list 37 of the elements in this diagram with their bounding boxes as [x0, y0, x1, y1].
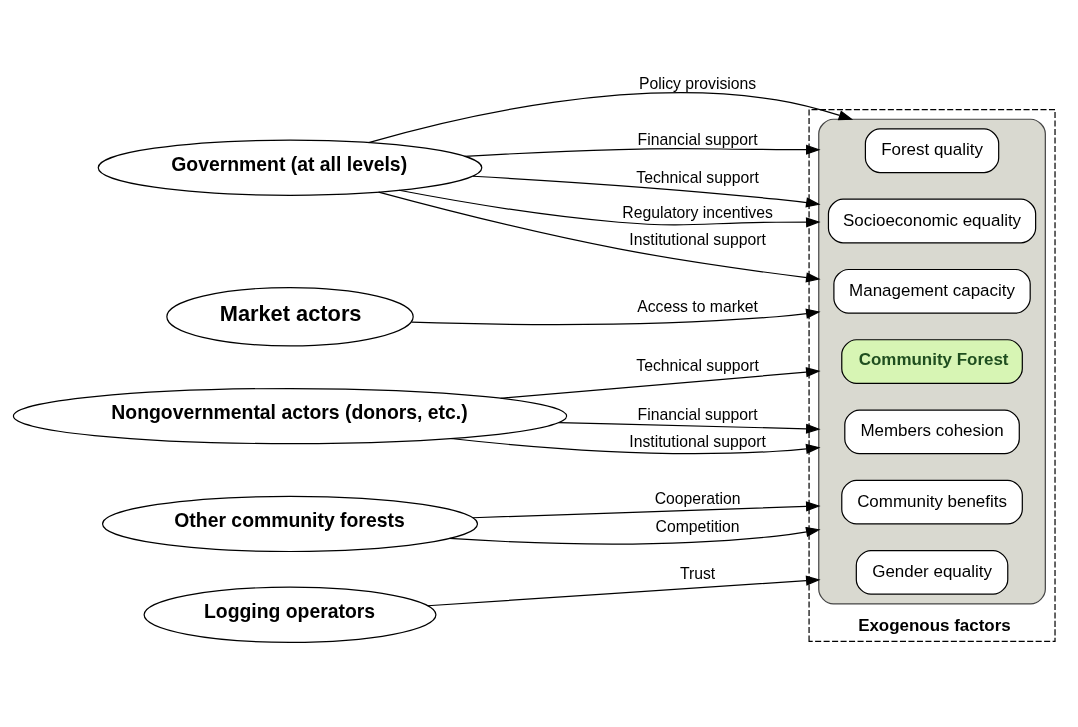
edge-label: Policy provisions [638, 74, 757, 92]
node-box: Socioeconomic equality [827, 198, 1037, 243]
edge-label: Technical support [636, 356, 759, 374]
arrow [398, 189, 821, 227]
arrow [472, 175, 821, 207]
arrow [463, 144, 821, 157]
edge-label: Access to market [637, 297, 758, 315]
node-box: Community benefits [841, 479, 1023, 525]
node-ellipse: Nongovernmental actors (donors, etc.) [12, 387, 568, 444]
arrow [558, 421, 821, 434]
edge-label: Financial support [637, 405, 758, 423]
arrow [450, 437, 821, 454]
node-box: Gender equality [855, 549, 1009, 595]
node-ellipse: Market actors [166, 286, 414, 347]
node-box: Members cohesion [844, 408, 1020, 454]
cluster [818, 118, 1046, 604]
edge-label: Institutional support [629, 230, 766, 248]
edge-label: Institutional support [629, 432, 766, 450]
arrow [500, 366, 821, 399]
arrow [448, 526, 821, 545]
edge-label: Cooperation [654, 489, 741, 507]
node-ellipse: Government (at all levels) [97, 139, 483, 196]
node-ellipse: Logging operators [143, 586, 437, 643]
arrow [368, 91, 854, 143]
arrow [410, 308, 821, 325]
node-ellipse: Other community forests [101, 495, 479, 552]
node-box: Forest quality [864, 127, 1000, 173]
edge-label: Trust [679, 564, 716, 582]
edge-label: Regulatory incentives [622, 203, 773, 221]
arrow [378, 191, 821, 283]
edge-label: Technical support [636, 168, 759, 186]
node-box: Management capacity [833, 268, 1031, 314]
arrow [427, 575, 821, 606]
node-box: Community Forest [841, 338, 1023, 384]
arrow [472, 500, 821, 518]
edge-label: Financial support [637, 130, 758, 148]
edge-label: Competition [655, 517, 740, 535]
